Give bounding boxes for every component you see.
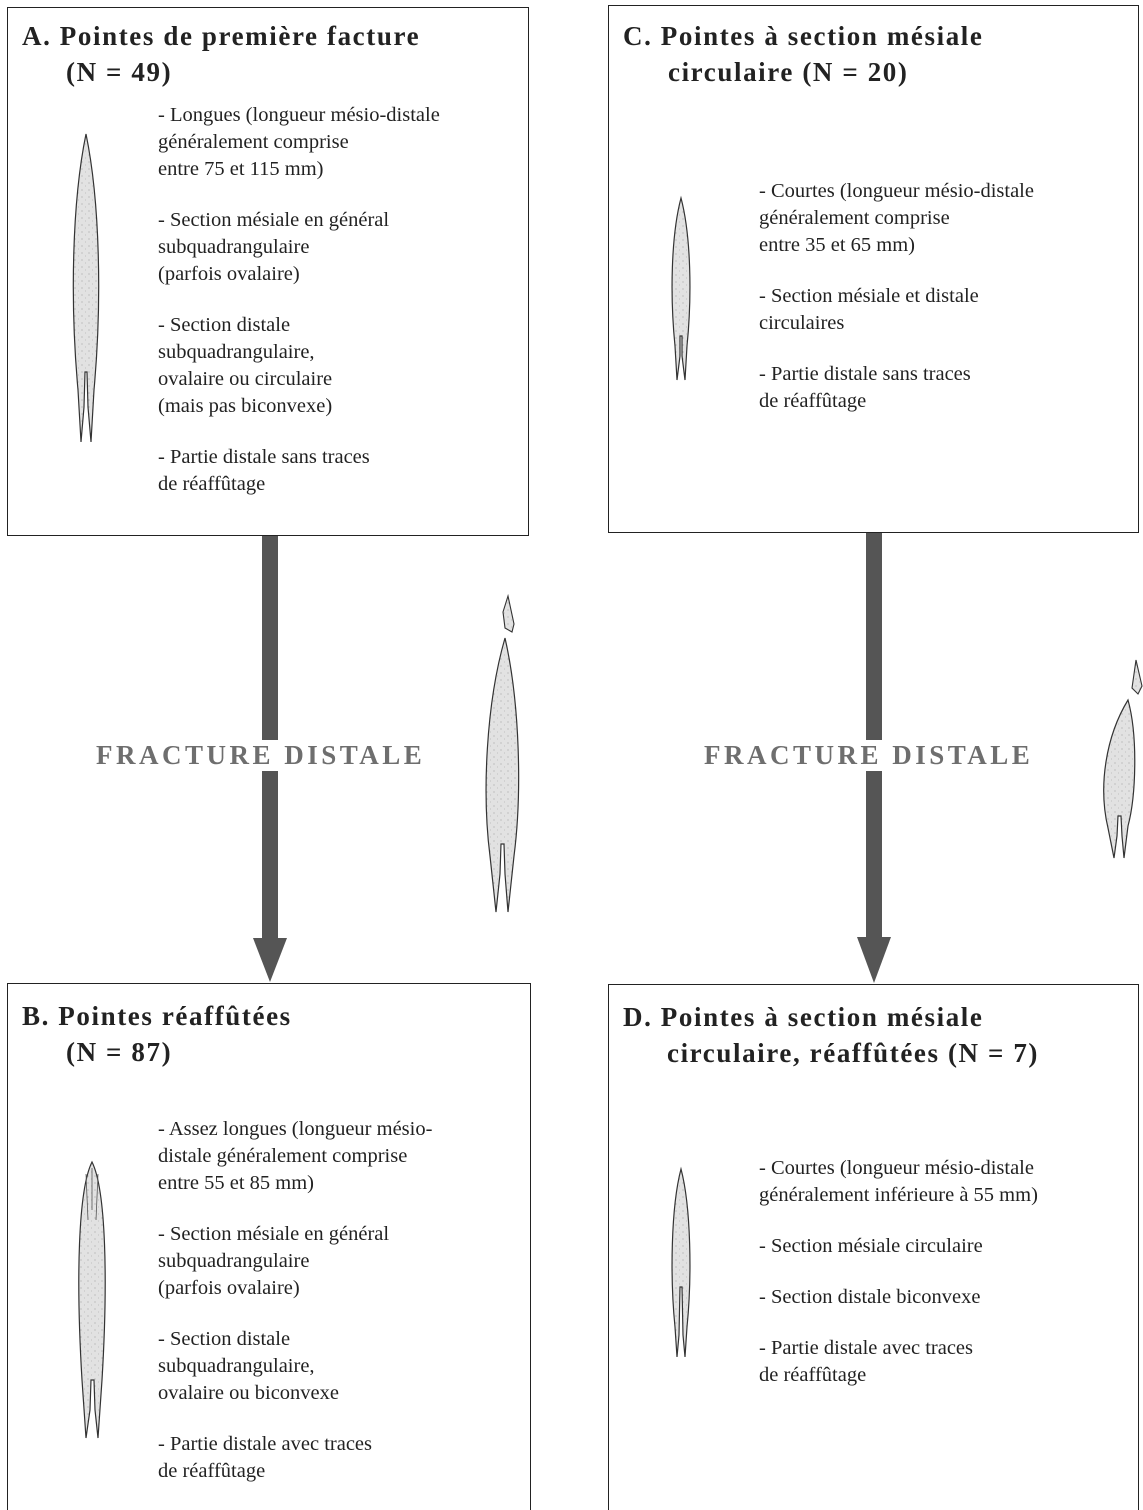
point-c-figure (671, 195, 691, 381)
fracture-arrow-left (253, 536, 287, 982)
box-c-title-line-2: circulaire (N = 20) (668, 57, 909, 87)
box-a-title: A. Pointes de première facture (N = 49) (22, 18, 420, 90)
point-a-figure (72, 133, 100, 443)
fracture-arrow-right (857, 533, 891, 983)
criterion: - Assez longues (longueur mésio-distale … (158, 1118, 433, 1194)
box-c: C. Pointes à section mésiale circulaire … (608, 5, 1139, 533)
box-d-title: D. Pointes à section mésiale circulaire,… (623, 999, 1039, 1071)
box-b-title-line-1: B. Pointes réaffûtées (22, 1001, 292, 1031)
box-b-title-line-2: (N = 87) (66, 1037, 173, 1067)
point-b-figure (78, 1160, 106, 1439)
fracture-label-left: FRACTURE DISTALE (90, 740, 432, 771)
box-c-title-line-1: C. Pointes à section mésiale (623, 21, 984, 51)
box-d-title-line-1: D. Pointes à section mésiale (623, 1002, 984, 1032)
box-d: D. Pointes à section mésiale circulaire,… (608, 984, 1139, 1510)
box-c-title: C. Pointes à section mésiale circulaire … (623, 18, 984, 90)
fractured-point-small-figure (1103, 659, 1143, 859)
box-b: B. Pointes réaffûtées (N = 87) - Assez l… (7, 983, 531, 1510)
criterion: - Section mésiale circulaire (759, 1235, 983, 1257)
box-b-criteria: - Assez longues (longueur mésio-distale … (158, 1116, 432, 1509)
criterion: - Section distale biconvexe (759, 1286, 981, 1308)
point-d-figure (671, 1166, 691, 1358)
box-b-title: B. Pointes réaffûtées (N = 87) (22, 998, 292, 1070)
fractured-point-figure (485, 593, 520, 913)
fracture-label-right: FRACTURE DISTALE (698, 740, 1040, 771)
box-a-title-line-2: (N = 49) (66, 57, 173, 87)
box-a: A. Pointes de première facture (N = 49) … (7, 7, 529, 536)
box-a-title-line-1: A. Pointes de première facture (22, 21, 421, 51)
box-d-title-line-2: circulaire, réaffûtées (N = 7) (667, 1038, 1040, 1068)
